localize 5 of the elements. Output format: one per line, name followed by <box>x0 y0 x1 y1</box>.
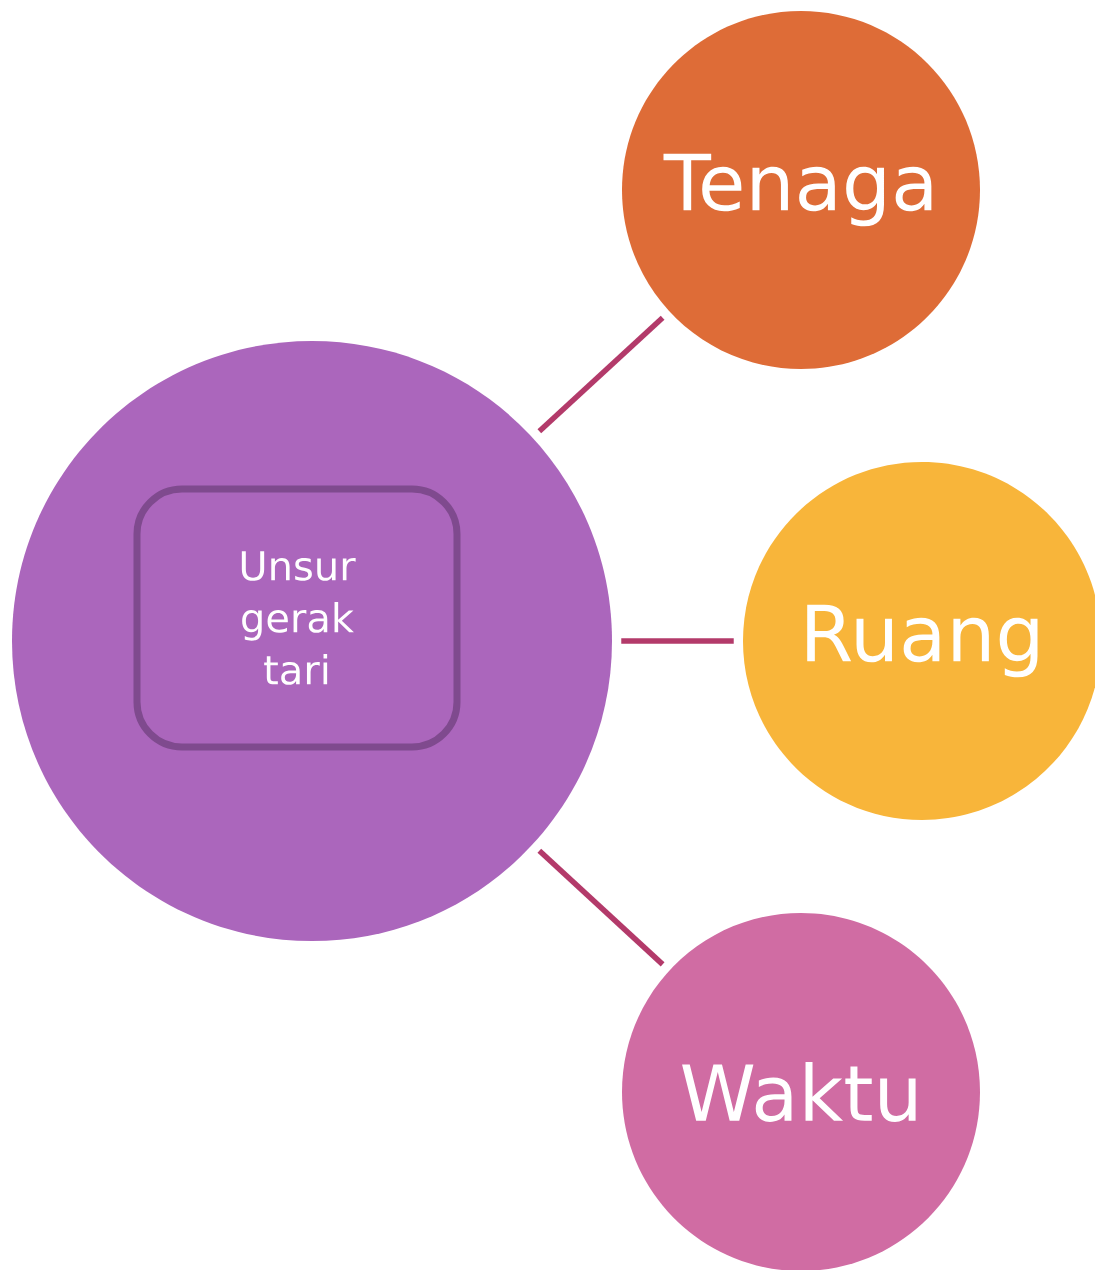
rounded-box: Unsur gerak tari <box>133 485 461 751</box>
hub-circle <box>12 341 612 941</box>
connector-line <box>537 848 665 967</box>
connector-line <box>537 315 665 434</box>
connector-line <box>621 638 734 644</box>
